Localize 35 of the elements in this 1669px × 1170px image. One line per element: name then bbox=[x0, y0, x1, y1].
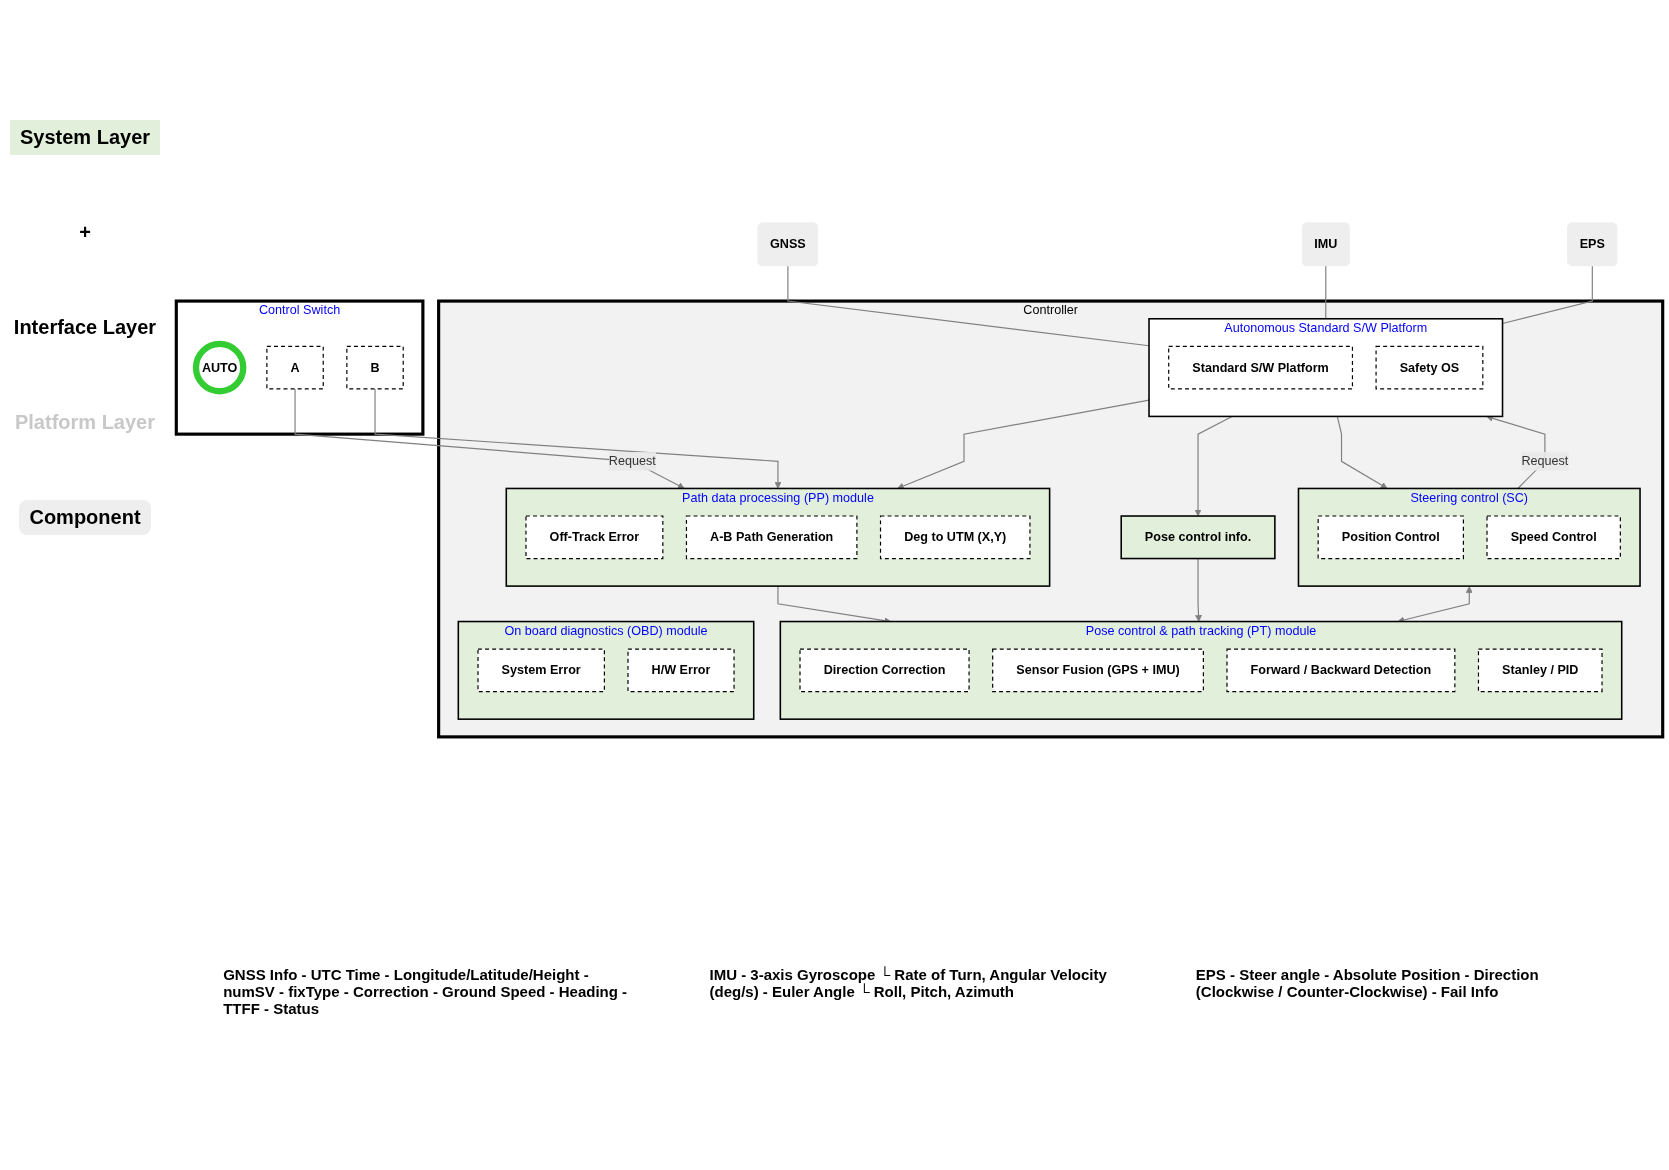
node-box: B bbox=[346, 345, 404, 390]
node-box: Forward / Backward Detection bbox=[1226, 648, 1456, 693]
signal-list: GNSS Info - UTC Time - Longitude/Latitude/Height - numSV - fixType - Correction - Ground Speed - Heading - TTFF - Status bbox=[223, 966, 644, 1017]
connector bbox=[1501, 265, 1593, 325]
signal-list: EPS - Steer angle - Absolute Position - Direction (Clockwise / Counter-Clockwise) - Fail Info bbox=[1195, 966, 1616, 1017]
arrow bbox=[897, 399, 1150, 490]
node-box: Off-Track Error bbox=[525, 515, 664, 560]
node-box: Direction Correction bbox=[799, 648, 970, 693]
edge-label: Request bbox=[608, 454, 656, 468]
node-box: Deg to UTM (X,Y) bbox=[879, 515, 1031, 560]
row-label: Component bbox=[19, 500, 151, 535]
connector bbox=[1325, 265, 1327, 320]
node-box: Pose control info. bbox=[1120, 515, 1276, 560]
layer-label: System Layer bbox=[9, 120, 161, 155]
node-box: Stanley / PID bbox=[1477, 648, 1603, 693]
edge-label: Request bbox=[1521, 454, 1569, 468]
node-box: H/W Error bbox=[627, 648, 735, 693]
connector bbox=[787, 265, 1150, 347]
node-box: Standard S/W Platform bbox=[1168, 345, 1354, 390]
node-box: A-B Path Generation bbox=[685, 515, 858, 560]
arrow bbox=[1336, 415, 1388, 489]
layer-label: Interface Layer bbox=[12, 315, 158, 340]
node-box: Speed Control bbox=[1486, 515, 1621, 560]
plus-sign: + bbox=[78, 220, 92, 245]
arrow bbox=[374, 388, 782, 489]
signal-list: IMU - 3-axis Gyroscope └ Rate of Turn, Angular Velocity (deg/s) - Euler Angle └ Roll, Pitch, Azimuth bbox=[709, 966, 1130, 1017]
node-box: A bbox=[266, 345, 324, 390]
arrow bbox=[294, 388, 685, 489]
node-box: Sensor Fusion (GPS + IMU) bbox=[992, 648, 1204, 693]
node-circle: AUTO bbox=[192, 340, 247, 395]
node-box: Position Control bbox=[1317, 515, 1464, 560]
node-box: System Error bbox=[477, 648, 605, 693]
arrow bbox=[1194, 415, 1233, 517]
arrow bbox=[1195, 557, 1202, 622]
node-box: Safety OS bbox=[1375, 345, 1484, 390]
